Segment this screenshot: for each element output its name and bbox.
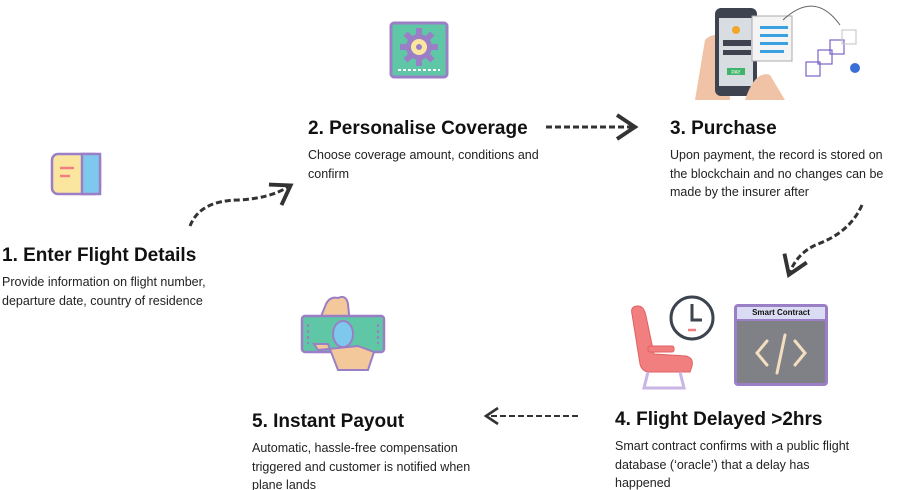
seat-clock-icon bbox=[628, 294, 728, 395]
ticket-icon bbox=[50, 150, 102, 203]
cash-hand-icon bbox=[298, 294, 388, 379]
step-description: Upon payment, the record is stored on th… bbox=[670, 148, 884, 199]
step-title: 2. Personalise Coverage bbox=[308, 118, 528, 139]
smart-contract-code-icon: Smart Contract bbox=[734, 304, 828, 386]
step-3-purchase: 3. Purchase Upon payment, the record is … bbox=[670, 118, 906, 202]
gear-icon bbox=[388, 20, 450, 85]
step-2-personalise-coverage: 2. Personalise Coverage Choose coverage … bbox=[308, 118, 548, 183]
step-1-enter-flight-details: 1. Enter Flight Details Provide informat… bbox=[2, 245, 222, 310]
step-title: 4. Flight Delayed >2hrs bbox=[615, 409, 823, 430]
step-description: Automatic, hassle-free compensation trig… bbox=[252, 441, 471, 490]
step-4-flight-delayed: 4. Flight Delayed >2hrs Smart contract c… bbox=[615, 409, 875, 490]
step-title: 3. Purchase bbox=[670, 118, 777, 139]
step-description: Provide information on flight number, de… bbox=[2, 275, 206, 308]
smart-contract-label: Smart Contract bbox=[737, 307, 825, 321]
step-description: Smart contract confirms with a public fl… bbox=[615, 439, 850, 490]
phone-payment-blockchain-icon: PAY bbox=[675, 0, 875, 105]
step-description: Choose coverage amount, conditions and c… bbox=[308, 148, 539, 181]
code-brackets-icon bbox=[755, 333, 807, 375]
step-5-instant-payout: 5. Instant Payout Automatic, hassle-free… bbox=[252, 411, 512, 490]
step-title: 1. Enter Flight Details bbox=[2, 245, 197, 266]
pay-button-label: PAY bbox=[731, 70, 741, 76]
step-title: 5. Instant Payout bbox=[252, 411, 405, 432]
